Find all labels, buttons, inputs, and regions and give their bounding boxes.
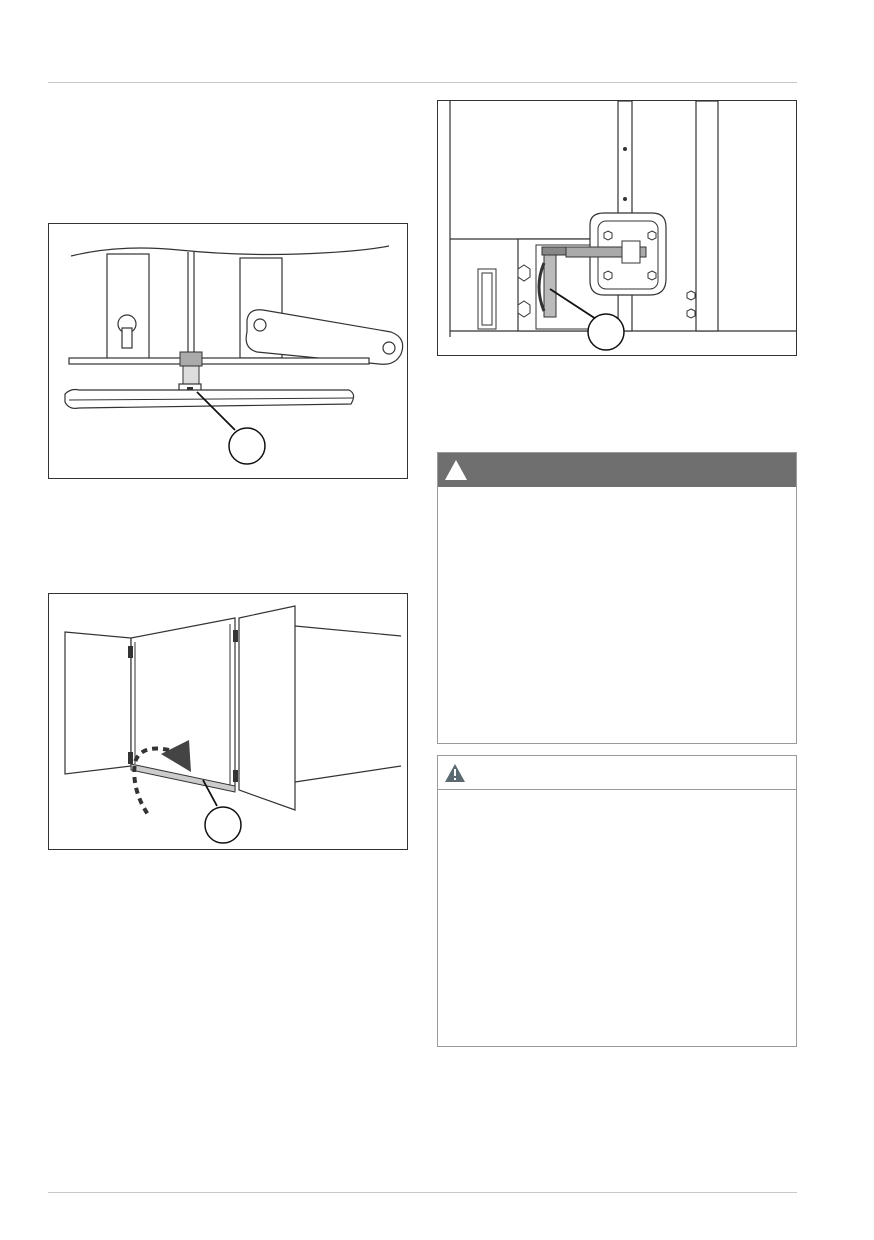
figure-latch-detail — [437, 100, 797, 356]
callout-circle — [204, 806, 242, 844]
figure-folding-panels — [48, 593, 408, 850]
header-rule — [48, 82, 797, 83]
warning-box-caution — [437, 755, 797, 1047]
figure-lock-mechanism — [48, 223, 408, 479]
warning-triangle-icon — [445, 763, 465, 782]
folding-panels-illustration — [64, 605, 402, 844]
lock-mechanism-illustration — [64, 245, 404, 465]
callout-circle — [228, 427, 266, 465]
latch-detail-illustration — [449, 101, 796, 351]
warning-header — [438, 453, 796, 487]
warning-header — [438, 756, 796, 790]
warning-box-danger — [437, 452, 797, 744]
callout-circle — [587, 313, 625, 351]
lever-arm — [245, 309, 404, 365]
warning-triangle-icon — [445, 460, 467, 480]
footer-rule — [48, 1192, 797, 1193]
